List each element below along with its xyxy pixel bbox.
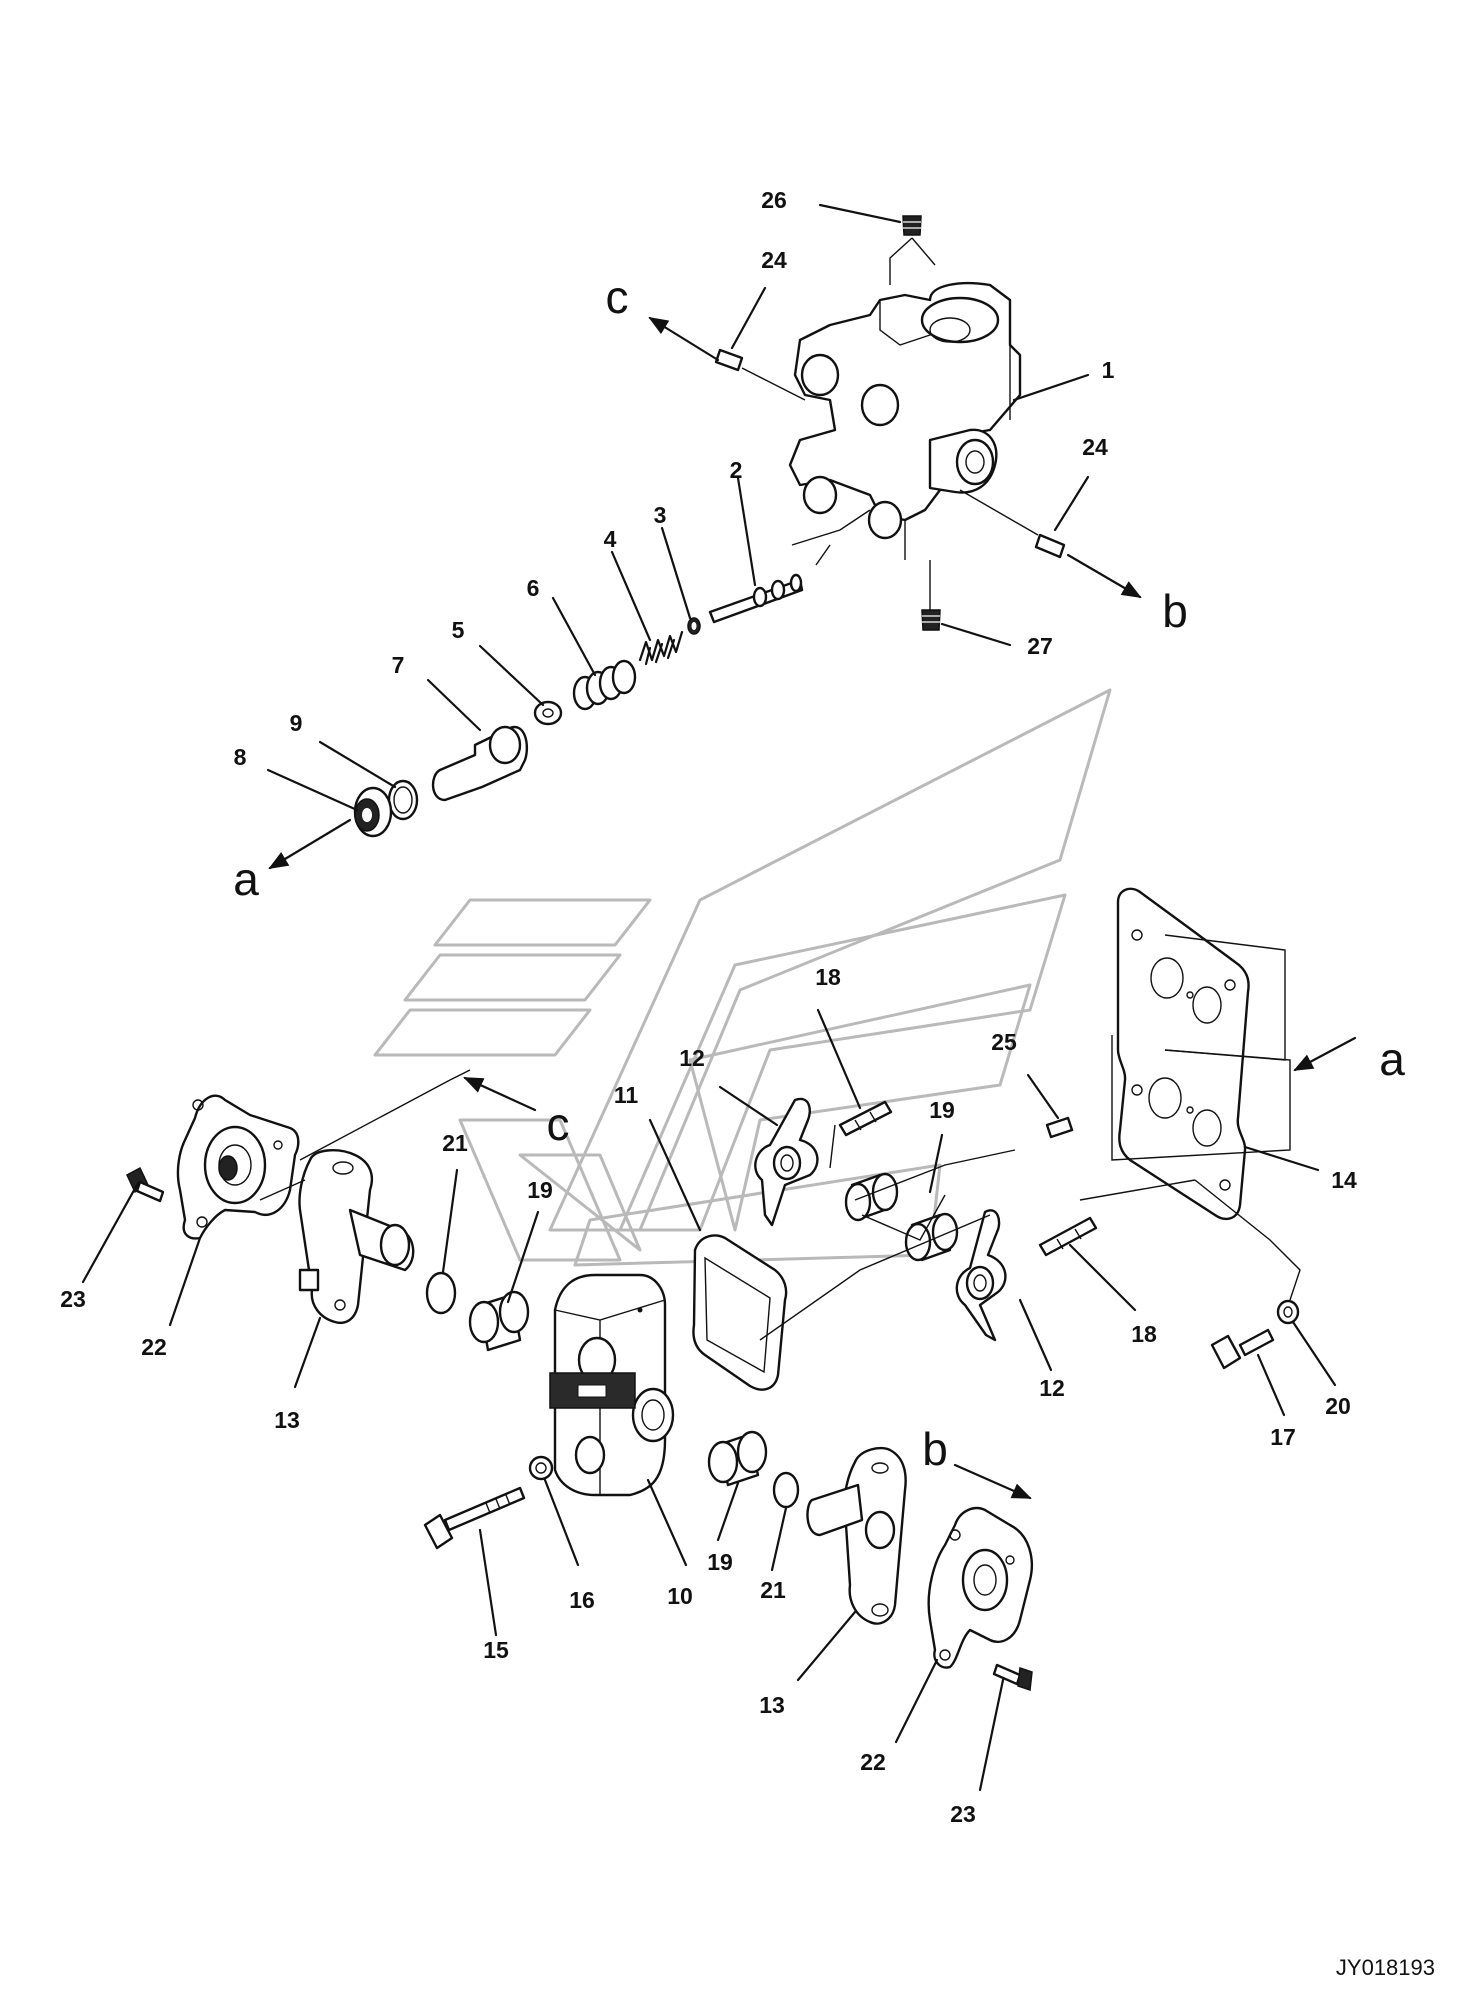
part-5-retainer [533,700,563,726]
part-7-piston [431,725,529,802]
part-24-pin-left [714,348,744,372]
construction-lines [259,237,1301,1341]
part-19-bushing-upper [844,1172,899,1222]
part-15-bolt [423,1486,526,1550]
callout-1: 1 [1102,357,1115,383]
callout-12-upper: 12 [679,1045,705,1071]
callout-21-lower: 21 [760,1577,786,1603]
reference-letters: c b a a c b [233,271,1405,1475]
drawing-code: JY018193 [1336,1955,1435,1980]
callout-24-right: 24 [1082,434,1108,460]
callout-4: 4 [604,526,617,552]
part-26-plug [902,215,922,236]
callout-22-left: 22 [141,1334,167,1360]
part-17-bolt [1210,1328,1275,1370]
callout-27: 27 [1027,633,1053,659]
callout-16: 16 [569,1587,595,1613]
part-1-valve-body [788,281,1022,560]
part-23-bolt-right [992,1663,1033,1692]
callout-23-right: 23 [950,1801,976,1827]
part-10-housing [549,1273,675,1497]
callout-9: 9 [290,710,303,736]
part-4-spring [638,630,684,666]
part-13-arm-right [806,1446,907,1625]
callout-19-lower: 19 [707,1549,733,1575]
callout-19-left: 19 [527,1177,553,1203]
part-23-bolt-left [126,1166,165,1203]
part-13-arm-left [298,1149,415,1324]
part-8-plug [353,786,393,838]
part-22-cover-left [176,1094,300,1240]
callout-6: 6 [527,575,540,601]
reference-letter-a-left: a [233,853,259,905]
part-27-plug [921,609,941,631]
part-19-bushing-lower [707,1430,768,1487]
part-19-bushing-left [468,1290,530,1352]
callout-24-top: 24 [761,247,787,273]
reference-letter-b-bottom: b [922,1423,948,1475]
callout-14: 14 [1331,1167,1357,1193]
callout-22-right: 22 [860,1749,886,1775]
part-3-ring [687,617,701,635]
callout-19-upper: 19 [929,1097,955,1123]
callout-3: 3 [654,502,667,528]
callout-26: 26 [761,187,787,213]
callout-15: 15 [483,1637,509,1663]
part-18-pin-upper [838,1100,893,1137]
part-16-washer [528,1455,554,1481]
part-24-pin-right [1034,533,1066,559]
reference-letter-c-mid: c [547,1098,570,1150]
callout-numbers: 26 24 1 24 2 3 4 6 5 7 9 8 27 18 12 11 2… [60,187,1357,1827]
reference-letter-c-top: c [606,271,629,323]
part-2-spool [708,573,804,624]
callout-11: 11 [614,1082,639,1108]
callout-25: 25 [991,1029,1017,1055]
leader-lines [81,203,1337,1792]
part-22-cover-right [927,1506,1033,1669]
callout-13-left: 13 [274,1407,300,1433]
callout-12-lower: 12 [1039,1375,1065,1401]
part-20-washer [1276,1299,1300,1325]
callout-18-lower: 18 [1131,1321,1157,1347]
callout-10: 10 [667,1583,693,1609]
part-6-spring [572,659,637,711]
callout-23-left: 23 [60,1286,86,1312]
part-18-pin-lower [1038,1216,1098,1257]
callout-20: 20 [1325,1393,1351,1419]
part-14-plate [1116,887,1250,1221]
callout-2: 2 [730,457,743,483]
part-21-seal-left [425,1271,457,1315]
callout-5: 5 [452,617,465,643]
callout-7: 7 [392,652,405,678]
callout-8: 8 [234,744,247,770]
callout-13-right: 13 [759,1692,785,1718]
part-11-gasket [692,1234,788,1391]
callout-17: 17 [1270,1424,1296,1450]
reference-letter-b-right: b [1162,585,1188,637]
callout-21-left: 21 [442,1130,468,1156]
reference-letter-a-right: a [1379,1033,1405,1085]
part-25-pin [1045,1116,1074,1139]
reference-arrows [268,316,1357,1500]
callout-18-upper: 18 [815,964,841,990]
part-12-lever-lower [955,1209,1007,1342]
part-21-seal-lower [772,1471,800,1509]
part-12-lever-upper [754,1097,819,1227]
